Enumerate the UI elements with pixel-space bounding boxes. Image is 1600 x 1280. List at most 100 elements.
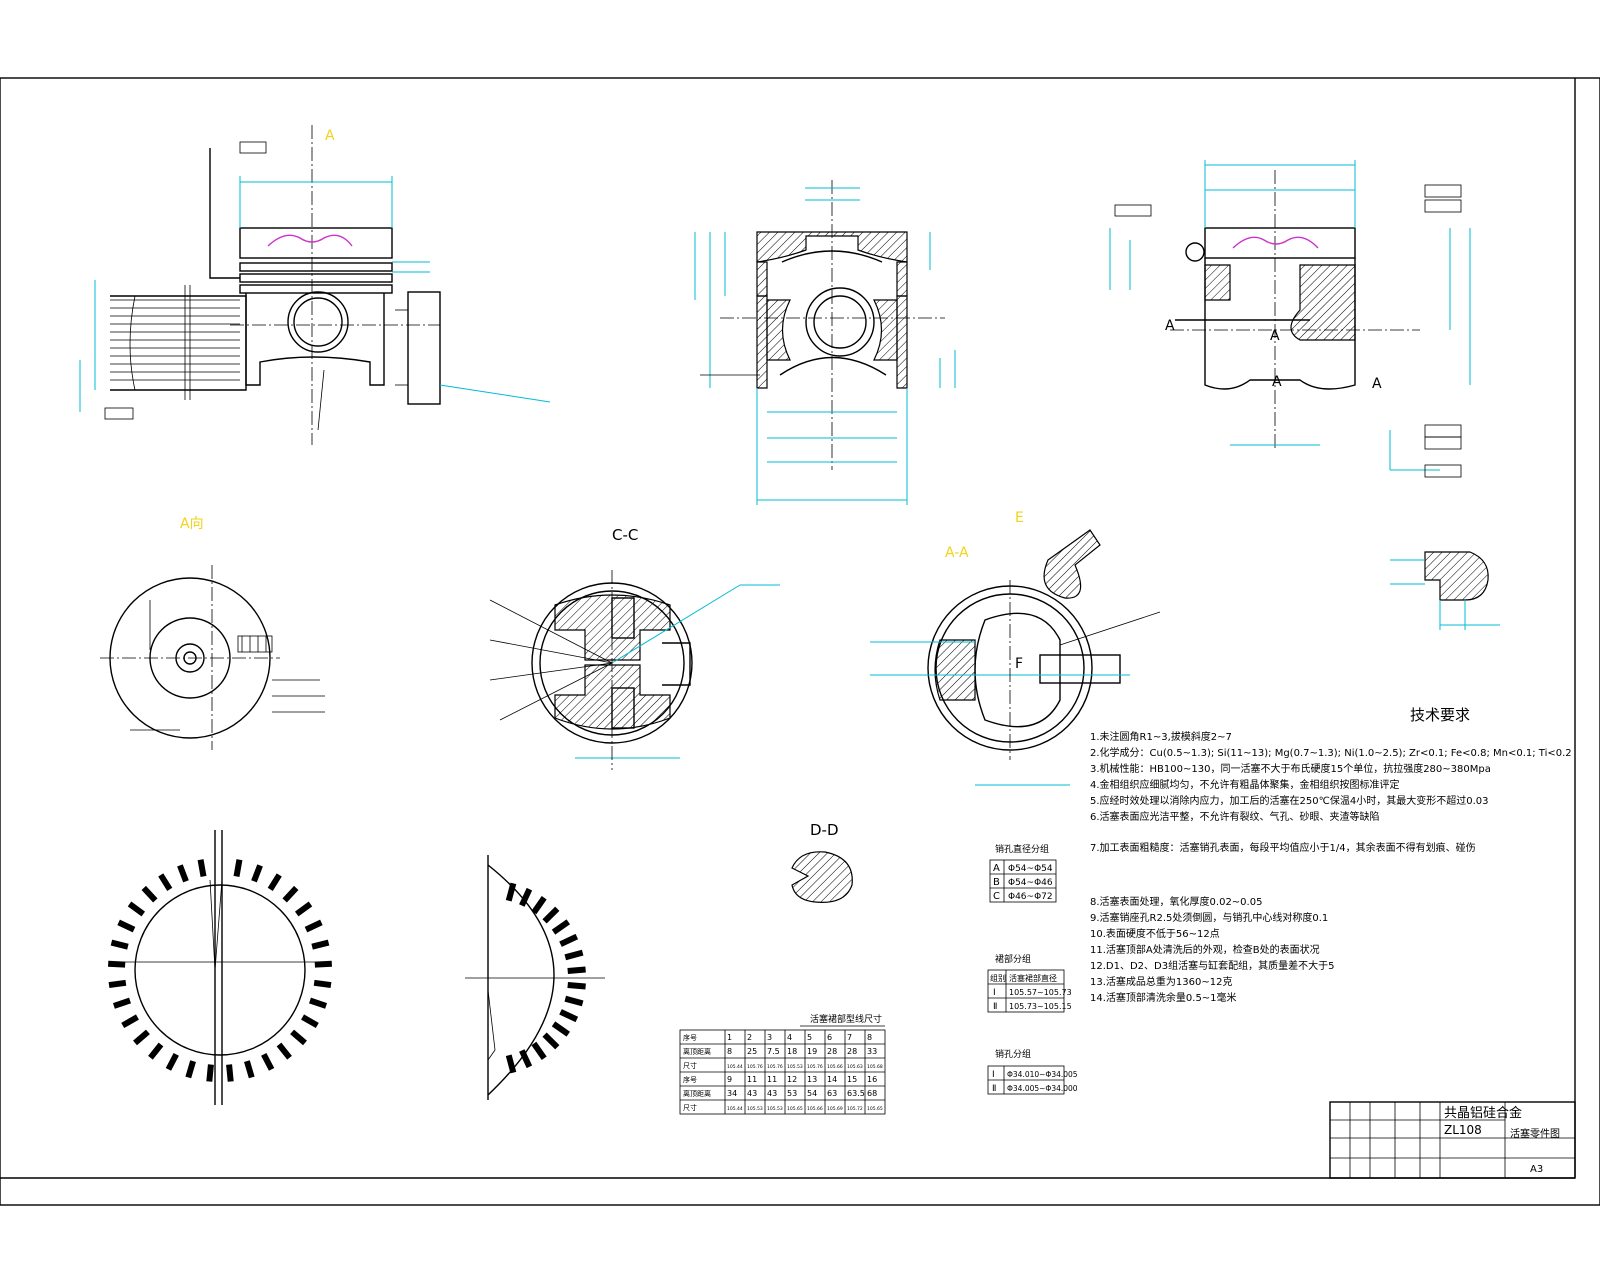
tech-req-item: 8.活塞表面处理，氧化厚度0.02~0.05: [1090, 895, 1262, 908]
section-label-cc: C-C: [612, 526, 638, 544]
tick-mark: [290, 1029, 307, 1046]
outer-frame: [0, 77, 1600, 1206]
piston-ring-view: A A A A: [1109, 160, 1471, 478]
table-cell: C: [993, 891, 1000, 902]
table-cell: 105.63: [847, 1064, 863, 1070]
title-sheet-size: A3: [1530, 1164, 1543, 1175]
table-cell: Φ54~Φ54: [1008, 864, 1053, 874]
table-cell: 105.76: [747, 1064, 763, 1070]
table-cell: 105.73~105.15: [1009, 1002, 1072, 1011]
tech-req-item: 4.金相组织应细腻均匀，不允许有粗晶体聚集，金相组织按图标准评定: [1090, 778, 1400, 791]
section-c-c: C-C: [489, 526, 780, 770]
tick-mark: [206, 1064, 214, 1082]
table-cell: 18: [787, 1047, 797, 1056]
tech-req-item: 6.活塞表面应光洁平整，不允许有裂纹、气孔、砂眼、夹渣等缺陷: [1090, 810, 1380, 823]
table-cell: 15: [847, 1075, 857, 1084]
table-cell: 63: [827, 1089, 837, 1098]
view-label-a-dir: A向: [180, 516, 204, 532]
table-cell: 9: [727, 1075, 732, 1084]
table-cell: A: [993, 863, 1000, 874]
table-cell: 105.53: [767, 1106, 783, 1112]
tick-mark: [133, 1029, 150, 1046]
tick-mark: [148, 1042, 164, 1060]
table-cell: 2: [747, 1033, 752, 1042]
tick-mark: [226, 1064, 234, 1082]
table-cell: Ⅰ: [993, 988, 996, 998]
tick-mark: [121, 1014, 139, 1029]
table-cell: 105.44: [727, 1106, 743, 1112]
tick-mark: [311, 939, 330, 950]
group-table-a: 销孔直径分组 A Φ54~Φ54 B Φ54~Φ46 C Φ46~Φ72: [989, 843, 1057, 903]
table-cell: 3: [767, 1033, 772, 1042]
table-cell: 34: [727, 1089, 737, 1098]
tick-mark: [244, 1060, 255, 1079]
table-cell: 43: [767, 1089, 777, 1098]
profile-table-title: 活塞裙部型线尺寸: [810, 1013, 882, 1025]
tick-mark: [294, 901, 313, 917]
table-cell: 105.53: [747, 1106, 763, 1112]
table-cell: 105.65: [787, 1106, 803, 1112]
table-row-head: 序号: [683, 1033, 697, 1042]
tech-req-item: 1.未注圆角R1~3,拔模斜度2~7: [1090, 730, 1232, 743]
tick-mark: [313, 979, 332, 989]
tick-mark: [551, 919, 570, 935]
tick-mark: [314, 960, 332, 968]
tick-mark: [559, 1009, 579, 1023]
table-row-head: 序号: [683, 1075, 697, 1084]
table-cell: B: [993, 877, 1000, 888]
table-row-head: 尺寸: [683, 1061, 697, 1070]
section-mark-a3: A: [1272, 374, 1282, 390]
table-cell: 8: [867, 1033, 872, 1042]
table-cell: 105.68: [867, 1064, 883, 1070]
section-label-dd: D-D: [810, 821, 839, 839]
tick-mark: [233, 859, 243, 877]
tech-req-item: 11.活塞顶部A处清洗后的外观，检查B处的表面状况: [1090, 943, 1320, 956]
tick-mark: [112, 997, 131, 1009]
tick-mark: [559, 933, 579, 947]
ring-groove-detail: [1390, 551, 1500, 630]
a-direction-view: A向: [100, 516, 325, 750]
tick-mark: [567, 981, 586, 990]
tech-req-item: 9.活塞销座孔R2.5处须倒圆，与销孔中心线对称度0.1: [1090, 911, 1328, 924]
tick-mark: [304, 919, 323, 933]
table-cell: Ⅰ: [992, 1070, 995, 1080]
tick-mark: [108, 960, 126, 968]
tick-mark: [177, 864, 189, 883]
radial-ticks: [505, 882, 586, 1074]
table-cell: 53: [787, 1089, 797, 1098]
group-table-a-title: 销孔直径分组: [995, 843, 1049, 855]
table-cell: 组别: [990, 973, 1006, 983]
group-table-c: 销孔分组 Ⅰ Φ34.010~Φ34.005 Ⅱ Φ34.005~Φ34.000: [987, 1048, 1078, 1095]
tick-mark: [261, 1052, 275, 1071]
piston-section-view: [694, 180, 956, 505]
table-cell: 11: [767, 1075, 777, 1084]
radial-ticks: [108, 859, 332, 1082]
table-row-head: 离顶距离: [683, 1089, 711, 1098]
table-cell: 105.76: [807, 1064, 823, 1070]
table-cell: 7.5: [767, 1047, 780, 1056]
table-cell: 12: [787, 1075, 797, 1084]
section-mark-a4: A: [1372, 376, 1382, 392]
piston-side-view: A: [79, 125, 551, 445]
tick-mark: [108, 979, 127, 989]
tick-mark: [564, 949, 584, 961]
table-cell: Φ34.010~Φ34.005: [1007, 1070, 1078, 1079]
tick-mark: [542, 906, 560, 924]
tick-mark: [282, 885, 299, 903]
table-cell: 5: [807, 1033, 812, 1042]
circular-inspection-view: [108, 830, 332, 1105]
table-cell: Ⅱ: [992, 1084, 996, 1094]
table-cell: 25: [747, 1047, 757, 1056]
section-label-aa: A-A: [945, 545, 969, 561]
table-cell: 105.72: [847, 1106, 863, 1112]
table-cell: 11: [747, 1075, 757, 1084]
section-a-a: A-A E F: [870, 510, 1161, 786]
tech-req-title: 技术要求: [1410, 706, 1470, 724]
tick-mark: [117, 919, 136, 933]
tick-mark: [165, 1052, 179, 1071]
table-cell: 105.66: [827, 1064, 843, 1070]
title-material: 共晶铝硅合金: [1444, 1105, 1522, 1121]
tick-mark: [551, 1021, 570, 1037]
table-cell: Φ46~Φ72: [1008, 892, 1053, 902]
